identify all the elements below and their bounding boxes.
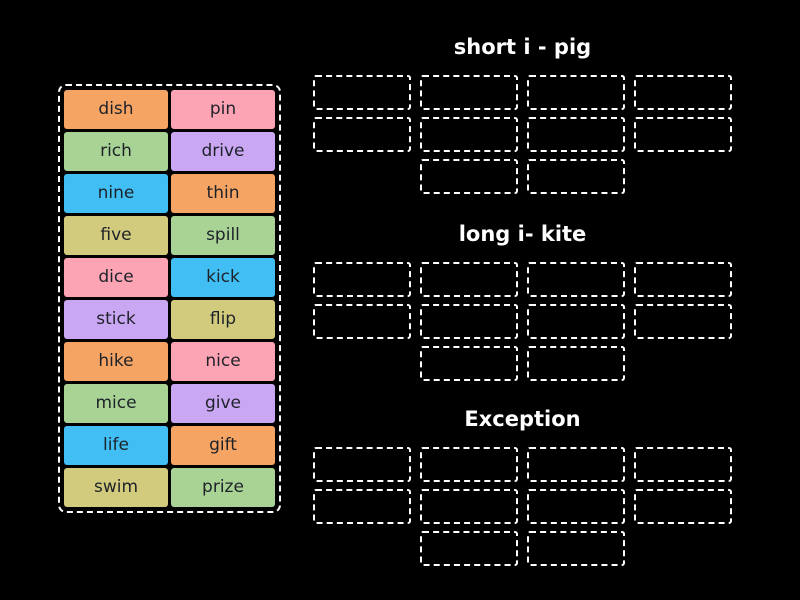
word-tile-stick[interactable]: stick [64,300,168,339]
slot-row [313,117,732,152]
group-short-i: short i - pig [313,33,732,201]
drop-slot[interactable] [313,262,411,297]
word-tile-pin[interactable]: pin [171,90,275,129]
word-tile-drive[interactable]: drive [171,132,275,171]
group-exception: Exception [313,405,732,573]
drop-slot[interactable] [420,489,518,524]
word-tile-mice[interactable]: mice [64,384,168,423]
drop-slot[interactable] [313,117,411,152]
word-tile-dish[interactable]: dish [64,90,168,129]
drop-slot[interactable] [420,117,518,152]
slot-row [420,531,732,566]
drop-slot[interactable] [527,489,625,524]
slot-row [313,75,732,110]
group-title-exception: Exception [464,407,581,431]
word-tile-swim[interactable]: swim [64,468,168,507]
group-title-short-i: short i - pig [453,35,592,59]
drop-slot[interactable] [420,346,518,381]
drop-slot[interactable] [527,447,625,482]
drop-slot[interactable] [313,304,411,339]
drop-slot[interactable] [527,159,625,194]
drop-slot[interactable] [420,262,518,297]
drop-slot[interactable] [634,447,732,482]
slot-row [313,489,732,524]
drop-slot[interactable] [527,346,625,381]
drop-slot[interactable] [420,75,518,110]
word-tile-flip[interactable]: flip [171,300,275,339]
word-tile-dice[interactable]: dice [64,258,168,297]
slot-row [313,304,732,339]
slot-row [313,262,732,297]
drop-slot[interactable] [527,75,625,110]
drop-slot[interactable] [420,159,518,194]
word-tile-nine[interactable]: nine [64,174,168,213]
slot-row [313,447,732,482]
word-tile-prize[interactable]: prize [171,468,275,507]
drop-slot[interactable] [420,304,518,339]
drop-slot[interactable] [313,447,411,482]
word-tile-spill[interactable]: spill [171,216,275,255]
slot-row [420,346,732,381]
drop-slot[interactable] [634,117,732,152]
word-tile-nice[interactable]: nice [171,342,275,381]
drop-slot[interactable] [634,489,732,524]
drop-slot[interactable] [527,531,625,566]
drop-slot[interactable] [527,304,625,339]
drop-slot[interactable] [634,304,732,339]
group-long-i: long i- kite [313,220,732,388]
word-tile-thin[interactable]: thin [171,174,275,213]
drop-slot[interactable] [634,262,732,297]
word-tile-life[interactable]: life [64,426,168,465]
drop-slot[interactable] [527,262,625,297]
drop-slot[interactable] [634,75,732,110]
word-tile-gift[interactable]: gift [171,426,275,465]
drop-slot[interactable] [420,447,518,482]
word-tile-kick[interactable]: kick [171,258,275,297]
word-bank: dish pin rich drive nine thin five spill… [58,84,281,513]
word-bank-grid: dish pin rich drive nine thin five spill… [64,90,275,507]
word-tile-rich[interactable]: rich [64,132,168,171]
slot-row [420,159,732,194]
word-tile-give[interactable]: give [171,384,275,423]
drop-slot[interactable] [527,117,625,152]
drop-slot[interactable] [313,75,411,110]
drop-slot[interactable] [420,531,518,566]
word-tile-hike[interactable]: hike [64,342,168,381]
drop-slot[interactable] [313,489,411,524]
group-title-long-i: long i- kite [458,222,587,246]
word-tile-five[interactable]: five [64,216,168,255]
